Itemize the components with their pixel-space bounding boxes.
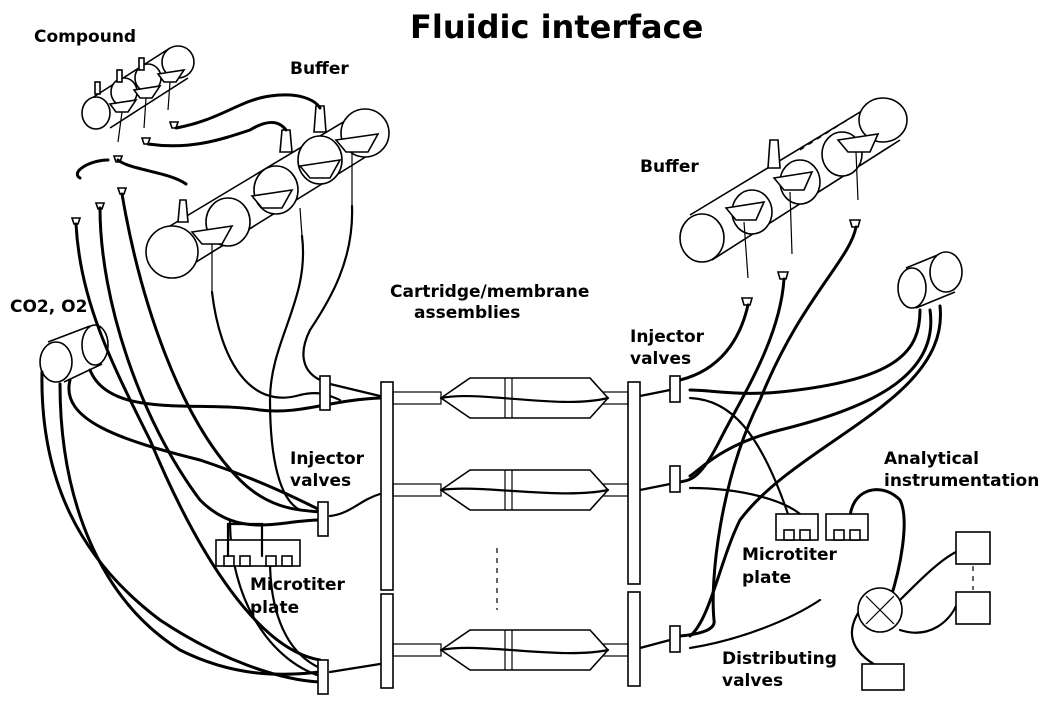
tubing-right bbox=[638, 225, 958, 674]
microtiter-plate-right bbox=[775, 513, 869, 541]
cartridge-assembly-3 bbox=[392, 629, 629, 671]
buffer-right-label: Buffer bbox=[640, 157, 699, 177]
analytical-label-line1: Analytical bbox=[884, 449, 979, 469]
buffer-reservoir-right bbox=[679, 97, 908, 279]
microtiter-right-label-line2: plate bbox=[742, 568, 792, 588]
cartridge-assembly-2 bbox=[392, 469, 629, 511]
injector-left-label-line1: Injector bbox=[290, 449, 365, 469]
compound-reservoir bbox=[81, 45, 195, 143]
source-tank-right bbox=[897, 251, 963, 309]
cartridge-label-line1: Cartridge/membrane bbox=[390, 282, 590, 302]
buffer-reservoir-left bbox=[145, 105, 390, 292]
injector-right-label-line1: Injector bbox=[630, 327, 705, 347]
analytical-instrument-boxes bbox=[861, 531, 991, 691]
injector-valve-blocks bbox=[317, 375, 681, 695]
injector-right-label-line2: valves bbox=[630, 349, 692, 369]
cartridge-assembly-1 bbox=[392, 377, 629, 419]
compound-label: Compound bbox=[34, 27, 137, 47]
microtiter-right-label-line1: Microtiter bbox=[742, 545, 837, 565]
page-title: Fluidic interface bbox=[410, 8, 704, 46]
distributing-valve bbox=[857, 587, 903, 633]
cartridge-frame bbox=[380, 381, 641, 689]
buffer-left-label: Buffer bbox=[290, 59, 349, 79]
distributing-label-line2: valves bbox=[722, 671, 784, 691]
microtiter-left-label-line1: Microtiter bbox=[250, 575, 345, 595]
tubing-left bbox=[40, 93, 382, 684]
microtiter-left-label-line2: plate bbox=[250, 598, 300, 618]
gases-label: CO2, O2 bbox=[10, 297, 88, 317]
cartridge-label-line2: assemblies bbox=[414, 303, 521, 323]
injector-left-label-line2: valves bbox=[290, 471, 352, 491]
analytical-label-line2: instrumentation bbox=[884, 471, 1040, 491]
gas-tank bbox=[39, 324, 109, 383]
microtiter-plate-left bbox=[215, 522, 301, 567]
connectors bbox=[70, 121, 862, 306]
distributing-label-line1: Distributing bbox=[722, 649, 837, 669]
